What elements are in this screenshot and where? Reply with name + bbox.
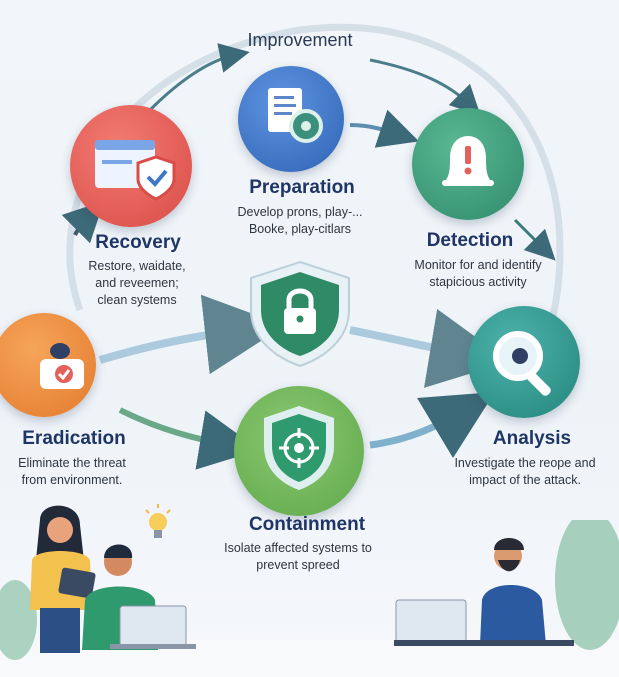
- containment-desc: Isolate affected systems to prevent spree…: [224, 540, 372, 574]
- desc-line: Investigate the reope and: [454, 456, 596, 470]
- analysis-circle: [468, 306, 580, 418]
- containment-circle: [234, 386, 364, 516]
- analysis-title: Analysis: [492, 428, 572, 449]
- desc-line: impact of the attack.: [469, 473, 581, 487]
- desc-line: from environment.: [21, 473, 123, 487]
- preparation-desc: Develop prons, play-... Booke, play-citla…: [237, 204, 362, 238]
- preparation-circle: [238, 66, 344, 172]
- desc-line: Monitor for and identify: [414, 258, 542, 272]
- desc-line: Restore, waidate,: [88, 259, 186, 273]
- detection-circle: [412, 108, 524, 220]
- desc-line: prevent spreed: [256, 558, 340, 572]
- eradication-circle: [0, 313, 96, 417]
- eradication-title: Eradication: [22, 428, 126, 449]
- magnifier-icon: [493, 331, 551, 396]
- lightbulb-icon: [145, 504, 171, 538]
- analyst-illustration-right: [394, 520, 619, 650]
- desc-line: clean systems: [97, 293, 177, 307]
- analysis-desc: Investigate the reope and impact of the a…: [454, 455, 595, 489]
- desc-line: Booke, play-citlars: [248, 222, 352, 236]
- desc-line: stapicious activity: [429, 275, 527, 289]
- window-shield-icon: [95, 140, 176, 201]
- recovery-title: Recovery: [95, 232, 181, 253]
- shield-lock-icon: [250, 260, 350, 368]
- desc-line: and reveemen;: [95, 276, 179, 290]
- alert-bell-icon: [442, 136, 494, 186]
- cycle-label: Improvement: [247, 30, 353, 50]
- recovery-circle: [70, 105, 192, 227]
- document-gear-icon: [268, 88, 323, 143]
- bug-removal-icon: [40, 343, 84, 389]
- desc-line: Isolate affected systems to: [224, 541, 372, 555]
- shield-target-icon: [264, 406, 334, 490]
- preparation-title: Preparation: [249, 177, 355, 198]
- containment-title: Containment: [248, 514, 366, 535]
- eradication-desc: Eliminate the threat from environment.: [18, 455, 126, 489]
- desc-line: Develop prons, play-...: [237, 205, 363, 219]
- detection-title: Detection: [426, 230, 514, 251]
- team-illustration-left: [0, 505, 196, 660]
- recovery-desc: Restore, waidate, and reveemen; clean syst…: [88, 258, 185, 309]
- detection-desc: Monitor for and identify stapicious activ…: [414, 257, 541, 291]
- desc-line: Eliminate the threat: [18, 456, 126, 470]
